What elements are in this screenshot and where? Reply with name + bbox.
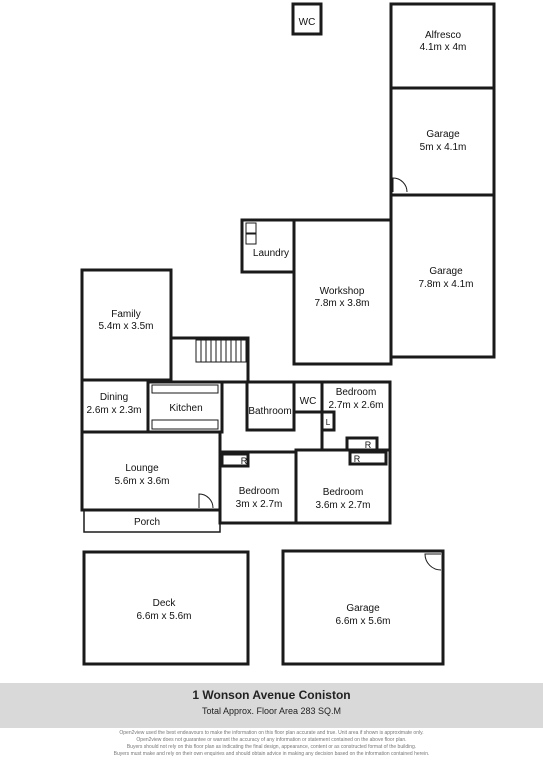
robe-a-label: R bbox=[365, 440, 372, 450]
robe-c-label: R bbox=[354, 454, 361, 464]
garage-lower-room: Garage 7.8m x 4.1m bbox=[389, 193, 496, 359]
disclaimer-line: Open2view does not guarantee or warrant … bbox=[136, 737, 407, 743]
garage-detached-size: 6.6m x 5.6m bbox=[335, 616, 390, 627]
workshop-size: 7.8m x 3.8m bbox=[314, 298, 369, 309]
lounge-room: Lounge 5.6m x 3.6m bbox=[80, 430, 222, 512]
lounge-name: Lounge bbox=[125, 463, 159, 474]
wc-inner-room: WC bbox=[292, 380, 324, 414]
linen-label: L bbox=[326, 418, 331, 427]
family-room: Family 5.4m x 3.5m bbox=[80, 268, 173, 382]
door-swing bbox=[198, 493, 214, 509]
dining-size: 2.6m x 2.3m bbox=[86, 405, 141, 416]
deck-room: Deck 6.6m x 5.6m bbox=[82, 550, 250, 666]
workshop-room: Workshop 7.8m x 3.8m bbox=[292, 218, 393, 366]
garage-upper-name: Garage bbox=[426, 129, 460, 140]
bedroom3-size: 3.6m x 2.7m bbox=[315, 500, 370, 511]
family-name: Family bbox=[111, 309, 140, 320]
bedroom2-room: R Bedroom 3m x 2.7m bbox=[218, 450, 298, 525]
disclaimer-line: Open2view used the best endeavours to ma… bbox=[119, 730, 424, 736]
door-swing bbox=[392, 177, 408, 193]
alfresco-size: 4.1m x 4m bbox=[420, 42, 467, 53]
bedroom3-room: R Bedroom 3.6m x 2.7m bbox=[294, 448, 392, 525]
bathroom-room: Bathroom bbox=[245, 380, 296, 432]
wc-inner-label: WC bbox=[300, 396, 317, 407]
robe-b-label: R bbox=[241, 456, 248, 466]
deck-size: 6.6m x 5.6m bbox=[136, 611, 191, 622]
stairs bbox=[169, 336, 250, 384]
alfresco-room: Alfresco 4.1m x 4m bbox=[389, 2, 496, 90]
footer-band bbox=[0, 683, 543, 728]
laundry-room: Laundry bbox=[240, 218, 296, 274]
garage-lower-size: 7.8m x 4.1m bbox=[418, 279, 473, 290]
garage-detached-name: Garage bbox=[346, 603, 380, 614]
bedroom2-name: Bedroom bbox=[239, 486, 280, 497]
bedroom3-name: Bedroom bbox=[323, 487, 364, 498]
dining-name: Dining bbox=[100, 392, 128, 403]
disclaimer: Open2view used the best endeavours to ma… bbox=[50, 730, 493, 758]
porch-area: Porch bbox=[83, 509, 221, 533]
porch-label: Porch bbox=[134, 517, 160, 528]
kitchen-label: Kitchen bbox=[169, 403, 202, 414]
linen-cupboard: L bbox=[320, 410, 336, 432]
garage-upper-room: Garage 5m x 4.1m bbox=[389, 86, 496, 197]
floor-plan: WC Alfresco 4.1m x 4m Garage 5m x 4.1m G… bbox=[80, 2, 496, 666]
family-size: 5.4m x 3.5m bbox=[98, 321, 153, 332]
disclaimer-line: Buyers must make and rely on their own e… bbox=[113, 751, 430, 757]
bedroom1-size: 2.7m x 2.6m bbox=[328, 400, 383, 411]
laundry-label: Laundry bbox=[253, 248, 289, 259]
total-area: Total Approx. Floor Area 283 SQ.M bbox=[201, 706, 342, 716]
bathroom-label: Bathroom bbox=[248, 406, 291, 417]
garage-detached-room: Garage 6.6m x 5.6m bbox=[281, 549, 445, 666]
deck-name: Deck bbox=[153, 598, 177, 609]
address-title: 1 Wonson Avenue Coniston bbox=[192, 688, 351, 702]
wc-top-room: WC bbox=[291, 2, 323, 36]
disclaimer-line: Buyers should not rely on this floor pla… bbox=[126, 744, 417, 750]
robe-a: R bbox=[345, 436, 379, 452]
garage-lower-name: Garage bbox=[429, 266, 463, 277]
alfresco-name: Alfresco bbox=[425, 30, 462, 41]
dining-room: Dining 2.6m x 2.3m bbox=[80, 378, 150, 434]
bedroom2-size: 3m x 2.7m bbox=[236, 499, 283, 510]
workshop-name: Workshop bbox=[320, 286, 365, 297]
lounge-size: 5.6m x 3.6m bbox=[114, 476, 169, 487]
bedroom1-name: Bedroom bbox=[336, 387, 377, 398]
kitchen-room: Kitchen bbox=[146, 380, 224, 434]
door-swing bbox=[424, 553, 442, 571]
garage-upper-size: 5m x 4.1m bbox=[420, 142, 467, 153]
wc-top-label: WC bbox=[299, 17, 316, 28]
